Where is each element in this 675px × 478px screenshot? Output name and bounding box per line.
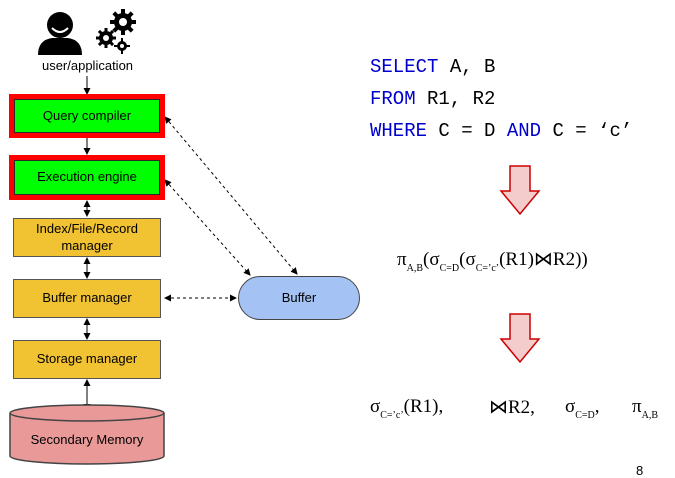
index-manager-line1: Index/File/Record — [36, 221, 138, 237]
plan-pi-symbol: π — [632, 396, 642, 417]
sql-line-from: FROM R1, R2 — [370, 88, 495, 110]
plan-sigma2-symbol: σ — [565, 396, 576, 417]
sql-line-where: WHERE C = D AND C = ‘c’ — [370, 120, 632, 142]
plan-pi-subscript: A,B — [641, 410, 658, 421]
execution-engine-box: Execution engine — [14, 160, 160, 195]
sql-keyword-from: FROM — [370, 88, 416, 110]
sql-keyword-where: WHERE — [370, 120, 428, 142]
selection-subscript-2: C=’c’ — [475, 263, 500, 274]
index-file-record-manager-box: Index/File/Record manager — [13, 218, 161, 257]
open-paren-1: ( — [423, 249, 430, 270]
relational-algebra-expression: πA,B(σC=D(σC=’c’(R1)⋈R2)) — [397, 248, 588, 274]
storage-manager-box: Storage manager — [13, 340, 161, 379]
sql-keyword-select: SELECT — [370, 56, 439, 78]
plan-r1: (R1), — [403, 396, 444, 417]
join-rest: (R1)⋈R2)) — [499, 249, 588, 270]
secondary-memory-cylinder — [9, 404, 165, 465]
plan-sigma-symbol: σ — [370, 396, 381, 417]
index-manager-line2: manager — [61, 237, 113, 253]
selection-symbol-2: σ — [465, 249, 476, 270]
down-arrow-algebra-to-plan — [499, 313, 541, 364]
down-arrow-sql-to-algebra — [499, 165, 541, 216]
plan-step-projection: πA,B — [632, 396, 658, 421]
sql-where-cond1: C = D — [427, 120, 507, 142]
sql-from-tables: R1, R2 — [415, 88, 496, 110]
secondary-memory-label: Secondary Memory — [30, 431, 144, 447]
selection-symbol-1: σ — [429, 249, 440, 270]
page-number: 8 — [636, 463, 644, 478]
sql-select-columns: A, B — [438, 56, 496, 78]
open-paren-2: ( — [459, 249, 466, 270]
buffer-manager-box: Buffer manager — [13, 279, 161, 318]
query-compiler-box: Query compiler — [14, 99, 160, 133]
plan-comma: , — [594, 396, 600, 417]
buffer-box: Buffer — [238, 276, 360, 320]
sql-where-cond2: C = ‘c’ — [541, 120, 633, 142]
plan-step-selection-cd: σC=D, — [565, 396, 600, 421]
sql-line-select: SELECT A, B — [370, 56, 495, 78]
user-application-label: user/application — [41, 58, 134, 73]
sql-keyword-and: AND — [506, 120, 542, 142]
plan-step-join: ⋈R2, — [489, 397, 535, 418]
plan-sigma2-subscript: C=D — [575, 410, 595, 421]
projection-symbol: π — [397, 249, 407, 270]
projection-subscript: A,B — [406, 263, 423, 274]
plan-sigma-subscript: C=’c’ — [380, 410, 404, 421]
plan-step-selection-c: σC=’c’(R1), — [370, 396, 443, 421]
selection-subscript-1: C=D — [439, 263, 460, 274]
